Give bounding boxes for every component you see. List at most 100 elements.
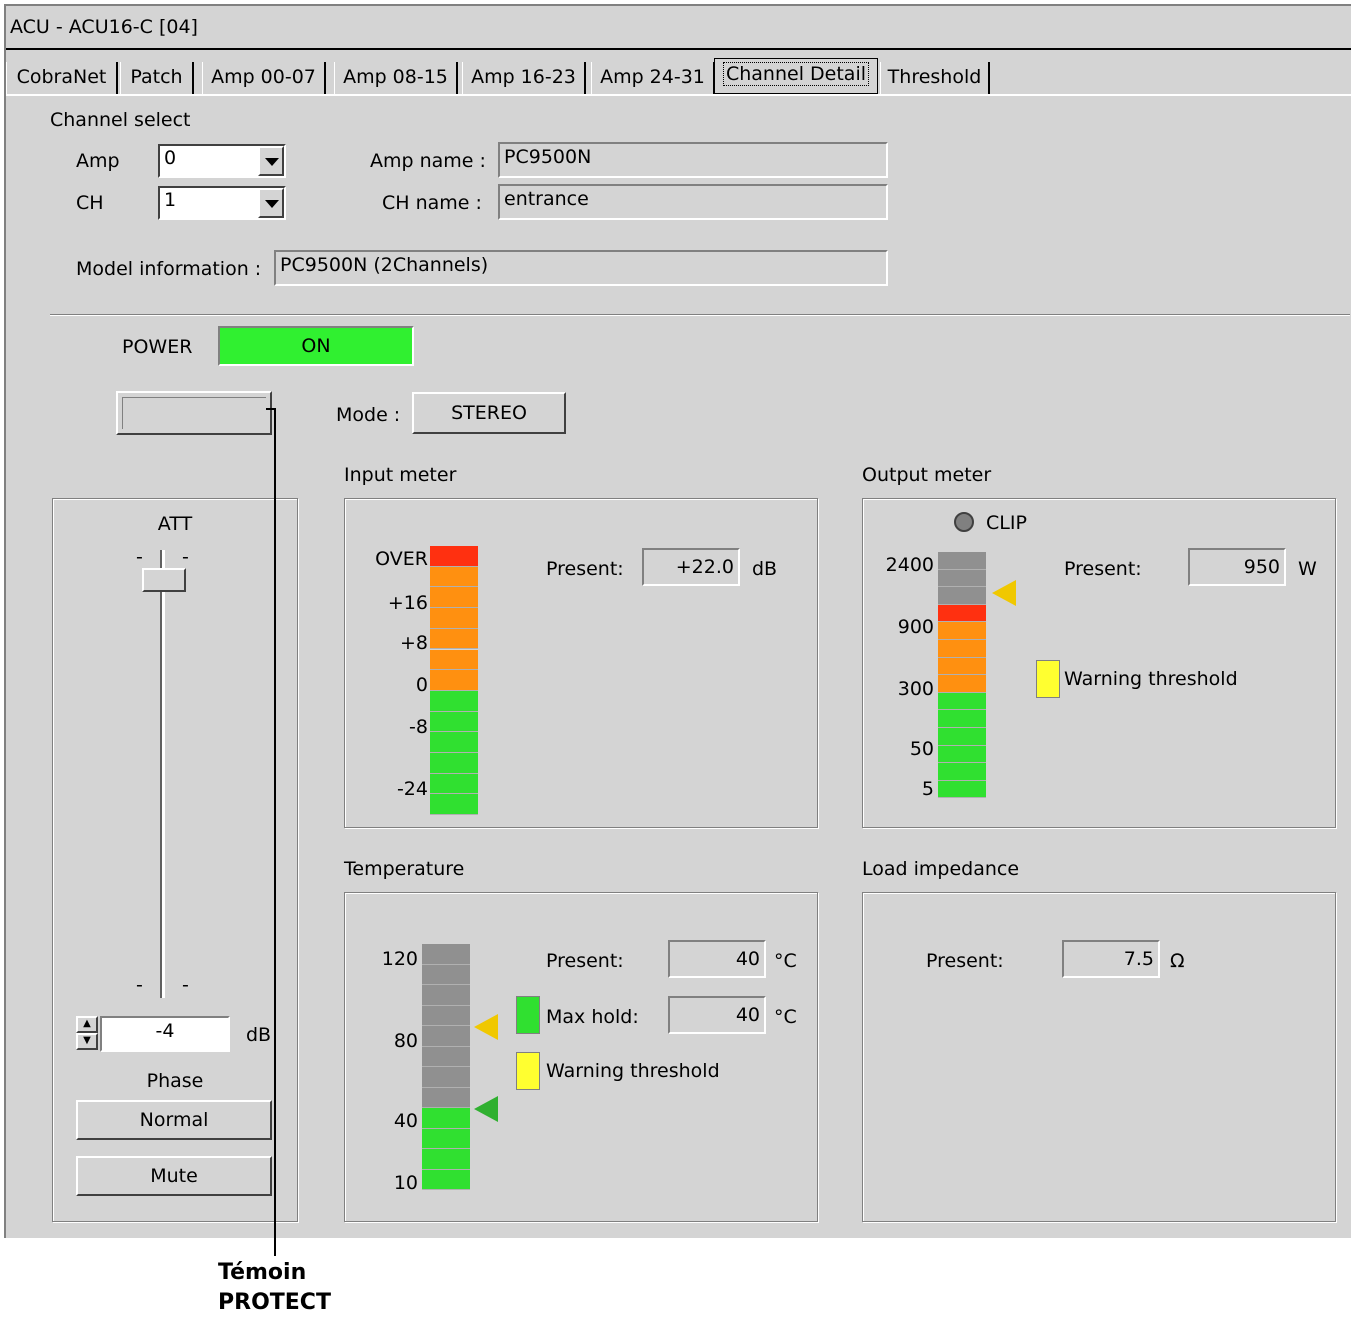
spin-up-button[interactable]: ▲ (76, 1016, 98, 1033)
model-information-label: Model information : (76, 258, 262, 280)
meter-segment (422, 1067, 470, 1088)
meter-segment (938, 569, 986, 588)
chevron-down-icon[interactable] (258, 146, 284, 176)
amp-name-label: Amp name : (370, 150, 486, 172)
att-tick-top-right: - (182, 546, 189, 568)
ch-select[interactable]: 1 (158, 186, 286, 220)
temp-present-unit: °C (774, 950, 797, 972)
temp-warning-swatch (516, 1052, 540, 1090)
tab-channel-detail[interactable]: Channel Detail (714, 58, 878, 94)
output-tick-2400: 2400 (885, 554, 934, 576)
att-value-input[interactable]: -4 (100, 1016, 230, 1052)
temp-warning-threshold-marker (474, 1014, 498, 1040)
phase-label: Phase (146, 1070, 204, 1092)
chevron-down-icon[interactable] (258, 188, 284, 218)
ch-select-value: 1 (164, 189, 177, 211)
output-tick-5: 5 (921, 778, 934, 800)
meter-segment (430, 711, 478, 733)
temp-max-hold-marker (474, 1096, 498, 1122)
meter-segment (430, 649, 478, 671)
temp-tick-10: 10 (393, 1172, 418, 1194)
tab-divider (6, 94, 1351, 96)
output-warning-threshold-marker (992, 580, 1016, 606)
spin-down-button[interactable]: ▼ (76, 1033, 98, 1050)
input-present-label: Present: (546, 558, 624, 580)
meter-segment (430, 628, 478, 650)
att-tick-bottom-right: - (182, 974, 189, 996)
meter-segment (422, 944, 470, 965)
input-meter-title: Input meter (344, 464, 457, 486)
callout-line (274, 408, 276, 1256)
meter-segment (430, 566, 478, 588)
meter-segment (430, 546, 478, 567)
meter-segment (938, 710, 986, 728)
meter-segment (422, 1087, 470, 1108)
tab-amp-24-31[interactable]: Amp 24-31 (591, 62, 715, 96)
meter-segment (938, 780, 986, 799)
output-tick-50: 50 (909, 738, 934, 760)
temperature-meter (422, 944, 470, 1190)
power-label: POWER (122, 336, 193, 358)
meter-segment (422, 985, 470, 1006)
mute-button[interactable]: Mute (76, 1156, 272, 1196)
input-meter-group (344, 498, 818, 828)
temp-max-hold-unit: °C (774, 1006, 797, 1028)
amp-label: Amp (76, 150, 120, 172)
tab-cobranet[interactable]: CobraNet (6, 62, 118, 96)
meter-segment (938, 622, 986, 640)
output-meter-title: Output meter (862, 464, 992, 486)
meter-segment (430, 670, 478, 691)
meter-segment (430, 753, 478, 774)
phase-button[interactable]: Normal (76, 1100, 272, 1140)
att-unit: dB (246, 1024, 272, 1046)
tab-threshold[interactable]: Threshold (880, 62, 990, 96)
temp-tick-40: 40 (393, 1110, 418, 1132)
amp-select[interactable]: 0 (158, 144, 286, 178)
meter-segment (938, 745, 986, 764)
meter-segment (938, 640, 986, 658)
temperature-title: Temperature (344, 858, 465, 880)
output-tick-300: 300 (897, 678, 934, 700)
input-level-meter (430, 546, 478, 816)
input-tick-0: 0 (415, 674, 428, 696)
tab-amp-08-15[interactable]: Amp 08-15 (334, 62, 458, 96)
meter-segment (430, 794, 478, 816)
att-group (52, 498, 298, 1222)
load-unit: Ω (1170, 950, 1185, 972)
input-present-value: +22.0 (642, 548, 740, 586)
output-warning-swatch (1036, 660, 1060, 698)
power-status-indicator: ON (218, 326, 414, 366)
att-slider-track[interactable] (160, 550, 165, 998)
temp-present-label: Present: (546, 950, 624, 972)
meter-segment (430, 690, 478, 712)
load-impedance-group (862, 892, 1336, 1222)
meter-segment (422, 1108, 470, 1129)
load-present-value: 7.5 (1062, 940, 1160, 978)
annotation-line1: Témoin (218, 1260, 307, 1285)
output-level-meter (938, 552, 986, 799)
meter-segment (938, 657, 986, 676)
meter-segment (938, 728, 986, 746)
meter-segment (430, 773, 478, 795)
meter-segment (938, 587, 986, 605)
temp-max-hold-value: 40 (668, 996, 766, 1034)
att-slider-thumb[interactable] (142, 568, 186, 592)
meter-segment (938, 604, 986, 623)
temp-max-hold-swatch (516, 996, 540, 1034)
meter-segment (430, 587, 478, 609)
annotation-line2: PROTECT (218, 1290, 331, 1315)
meter-segment (422, 964, 470, 985)
tab-amp-00-07[interactable]: Amp 00-07 (202, 62, 326, 96)
clip-label: CLIP (986, 512, 1027, 534)
output-unit: W (1298, 558, 1317, 580)
tab-amp-16-23[interactable]: Amp 16-23 (462, 62, 586, 96)
protect-indicator (116, 391, 272, 435)
tab-patch[interactable]: Patch (120, 62, 194, 96)
temperature-group (344, 892, 818, 1222)
output-tick-900: 900 (897, 616, 934, 638)
mode-indicator: STEREO (412, 392, 566, 434)
model-information-field: PC9500N (2Channels) (274, 250, 888, 286)
mode-label: Mode : (336, 404, 401, 426)
meter-segment (430, 732, 478, 753)
temp-max-hold-label: Max hold: (546, 1006, 639, 1028)
